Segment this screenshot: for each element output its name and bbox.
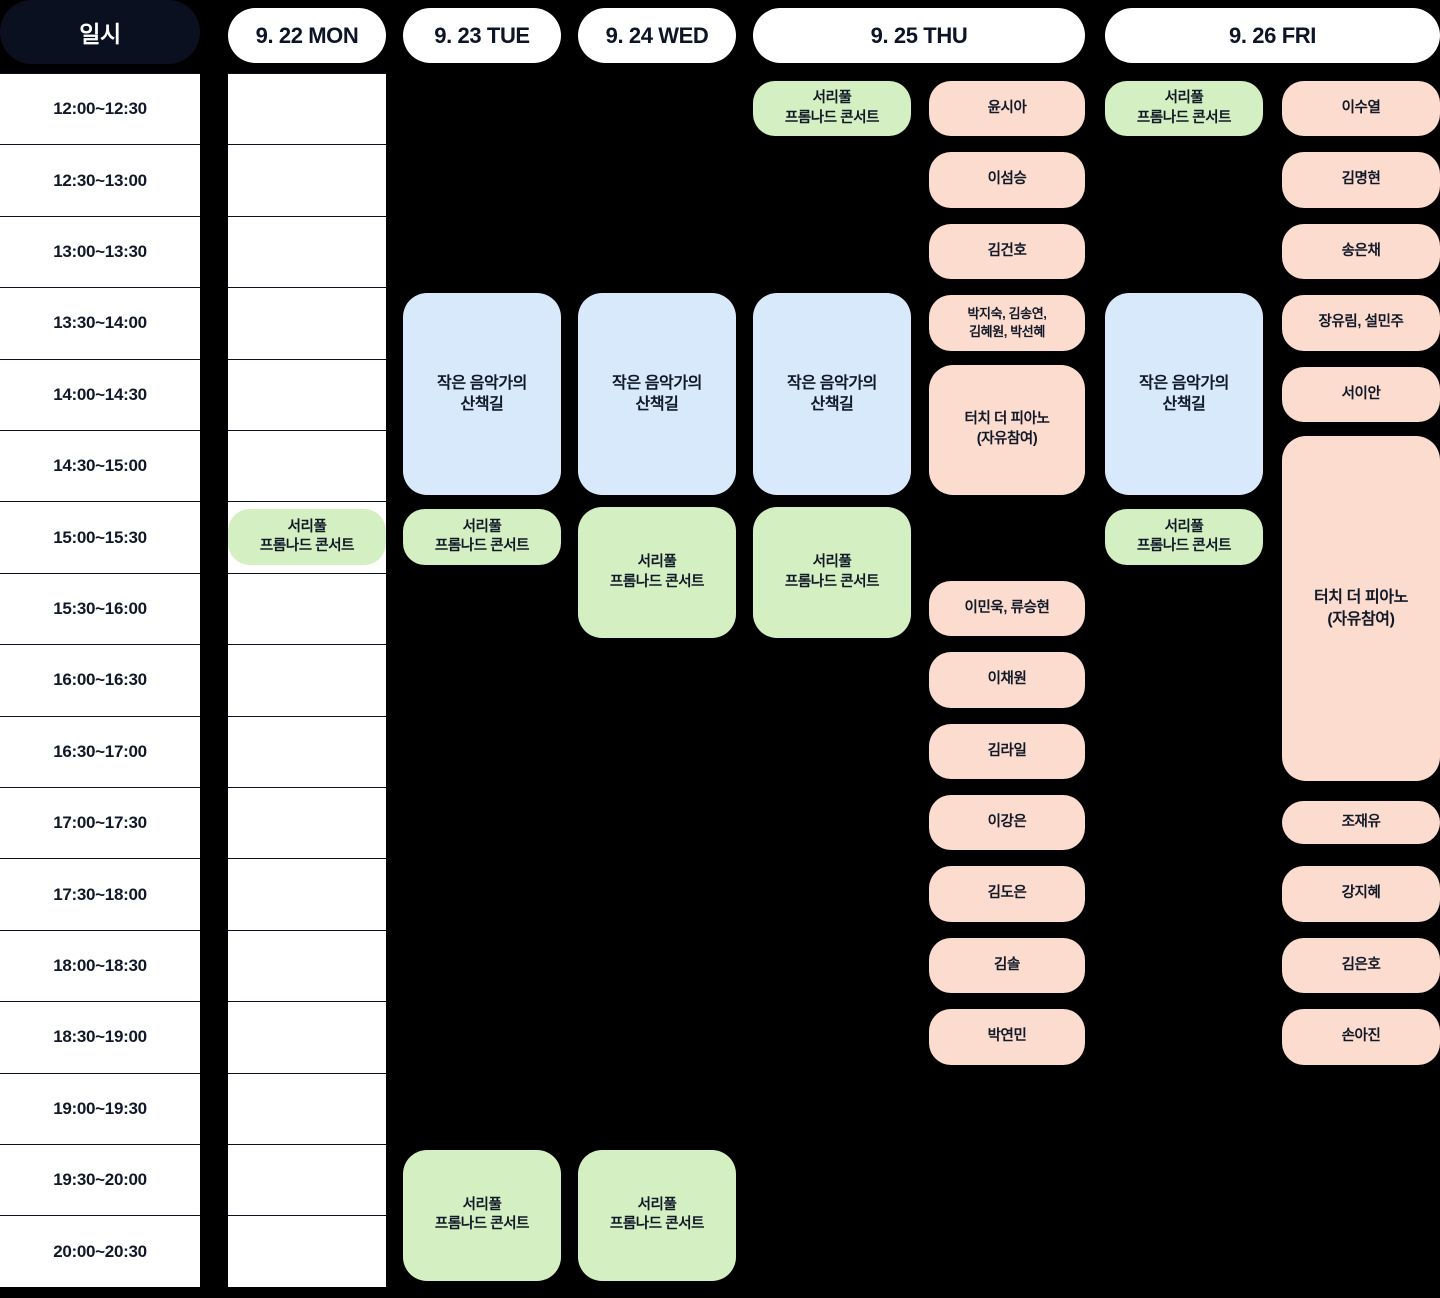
day-cell-mon: [228, 1001, 386, 1073]
event-chip[interactable]: 송은채: [1282, 223, 1440, 280]
time-slot-cell: 15:00~15:30: [0, 501, 200, 573]
time-slot-label: 13:00~13:30: [53, 241, 147, 261]
time-slot-label: 16:30~17:00: [53, 741, 147, 761]
time-slot-cell: 16:00~16:30: [0, 644, 200, 716]
event-chip[interactable]: 서이안: [1282, 366, 1440, 422]
day-cell-mon: [228, 929, 386, 1002]
day-cell-mon: [228, 858, 386, 930]
time-slot-cell: 19:00~19:30: [0, 1072, 200, 1144]
event-chip[interactable]: 서리풀 프롬나드 콘서트: [578, 507, 736, 639]
time-slot-label: 18:00~18:30: [53, 955, 147, 975]
day-cell-mon: [228, 1215, 386, 1287]
time-slot-cell: 12:00~12:30: [0, 73, 200, 145]
header-day-thu[interactable]: 9. 25 THU: [753, 8, 1085, 63]
time-slot-cell: 12:30~13:00: [0, 144, 200, 216]
header-day-tue[interactable]: 9. 23 TUE: [403, 8, 561, 63]
time-slot-cell: 17:30~18:00: [0, 858, 200, 930]
event-chip[interactable]: 조재유: [1282, 801, 1440, 845]
event-chip[interactable]: 김건호: [929, 223, 1085, 280]
time-slot-label: 20:00~20:30: [53, 1241, 147, 1261]
event-chip[interactable]: 이수열: [1282, 81, 1440, 137]
event-chip[interactable]: 장유림, 설민주: [1282, 295, 1440, 351]
event-chip[interactable]: 서리풀 프롬나드 콘서트: [1105, 81, 1263, 137]
event-chip[interactable]: 서리풀 프롬나드 콘서트: [578, 1150, 736, 1281]
header-day-mon[interactable]: 9. 22 MON: [228, 8, 386, 63]
event-chip[interactable]: 김도은: [929, 866, 1085, 922]
header-day-fri[interactable]: 9. 26 FRI: [1105, 8, 1440, 63]
event-chip[interactable]: 서리풀 프롬나드 콘서트: [228, 509, 386, 565]
event-chip[interactable]: 김명현: [1282, 152, 1440, 208]
event-chip[interactable]: 터치 더 피아노 (자유참여): [1282, 436, 1440, 781]
event-chip[interactable]: 서리풀 프롬나드 콘서트: [403, 1150, 561, 1281]
time-slot-cell: 15:30~16:00: [0, 572, 200, 645]
time-slot-cell: 19:30~20:00: [0, 1144, 200, 1216]
time-slot-label: 19:30~20:00: [53, 1170, 147, 1190]
time-slot-cell: 14:00~14:30: [0, 358, 200, 430]
event-chip[interactable]: 김은호: [1282, 937, 1440, 994]
time-slot-label: 15:00~15:30: [53, 527, 147, 547]
header-day-tue-label: 9. 23 TUE: [434, 22, 530, 48]
event-chip[interactable]: 윤시아: [929, 81, 1085, 137]
header-day-wed-label: 9. 24 WED: [605, 22, 709, 48]
time-slot-label: 13:30~14:00: [53, 313, 147, 333]
day-cell-mon: [228, 144, 386, 216]
event-chip[interactable]: 작은 음악가의 산책길: [578, 293, 736, 496]
event-chip[interactable]: 작은 음악가의 산책길: [1105, 293, 1263, 496]
day-cell-mon: [228, 1072, 386, 1144]
time-slot-cell: 20:00~20:30: [0, 1215, 200, 1287]
time-slot-cell: 13:00~13:30: [0, 215, 200, 288]
header-time-label-text: 일시: [79, 21, 121, 47]
header-day-mon-label: 9. 22 MON: [255, 22, 359, 48]
day-cell-mon: [228, 644, 386, 716]
time-slot-label: 19:00~19:30: [53, 1098, 147, 1118]
day-cell-mon: [228, 572, 386, 645]
event-chip[interactable]: 작은 음악가의 산책길: [753, 293, 911, 496]
time-slot-label: 17:00~17:30: [53, 813, 147, 833]
time-slot-label: 18:30~19:00: [53, 1027, 147, 1047]
event-chip[interactable]: 이민욱, 류승현: [929, 580, 1085, 637]
time-slot-cell: 17:00~17:30: [0, 787, 200, 859]
day-cell-mon: [228, 787, 386, 859]
event-chip[interactable]: 김라일: [929, 723, 1085, 779]
time-slot-cell: 14:30~15:00: [0, 430, 200, 502]
day-cell-mon: [228, 715, 386, 787]
event-chip[interactable]: 손아진: [1282, 1009, 1440, 1065]
event-chip[interactable]: 서리풀 프롬나드 콘서트: [753, 81, 911, 137]
event-chip[interactable]: 작은 음악가의 산책길: [403, 293, 561, 496]
time-slot-cell: 16:30~17:00: [0, 715, 200, 787]
header-day-fri-label: 9. 26 FRI: [1229, 22, 1316, 48]
header-day-thu-label: 9. 25 THU: [870, 22, 968, 48]
time-slot-cell: 18:00~18:30: [0, 929, 200, 1002]
event-chip[interactable]: 김솔: [929, 937, 1085, 994]
header-time-label: 일시: [0, 0, 200, 64]
event-chip[interactable]: 이강은: [929, 795, 1085, 851]
time-slot-label: 16:00~16:30: [53, 670, 147, 690]
time-slot-label: 12:30~13:00: [53, 170, 147, 190]
day-cell-mon: [228, 430, 386, 502]
day-cell-mon: [228, 287, 386, 359]
event-chip[interactable]: 터치 더 피아노 (자유참여): [929, 364, 1085, 496]
day-cell-mon: [228, 358, 386, 430]
day-cell-mon: [228, 1144, 386, 1216]
event-chip[interactable]: 박연민: [929, 1009, 1085, 1065]
time-slot-label: 14:30~15:00: [53, 456, 147, 476]
event-chip[interactable]: 서리풀 프롬나드 콘서트: [403, 509, 561, 565]
event-chip[interactable]: 이채원: [929, 652, 1085, 708]
header-day-wed[interactable]: 9. 24 WED: [578, 8, 736, 63]
day-cell-mon: [228, 215, 386, 288]
time-slot-label: 12:00~12:30: [53, 99, 147, 119]
time-slot-label: 17:30~18:00: [53, 884, 147, 904]
event-chip[interactable]: 이섬승: [929, 152, 1085, 208]
day-cell-mon: [228, 73, 386, 145]
event-chip[interactable]: 강지혜: [1282, 866, 1440, 922]
time-slot-label: 14:00~14:30: [53, 384, 147, 404]
event-chip[interactable]: 서리풀 프롬나드 콘서트: [753, 507, 911, 639]
time-slot-cell: 13:30~14:00: [0, 287, 200, 359]
time-slot-label: 15:30~16:00: [53, 598, 147, 618]
event-chip[interactable]: 서리풀 프롬나드 콘서트: [1105, 509, 1263, 565]
time-slot-cell: 18:30~19:00: [0, 1001, 200, 1073]
event-chip[interactable]: 박지숙, 김송연, 김혜원, 박선혜: [929, 295, 1085, 351]
